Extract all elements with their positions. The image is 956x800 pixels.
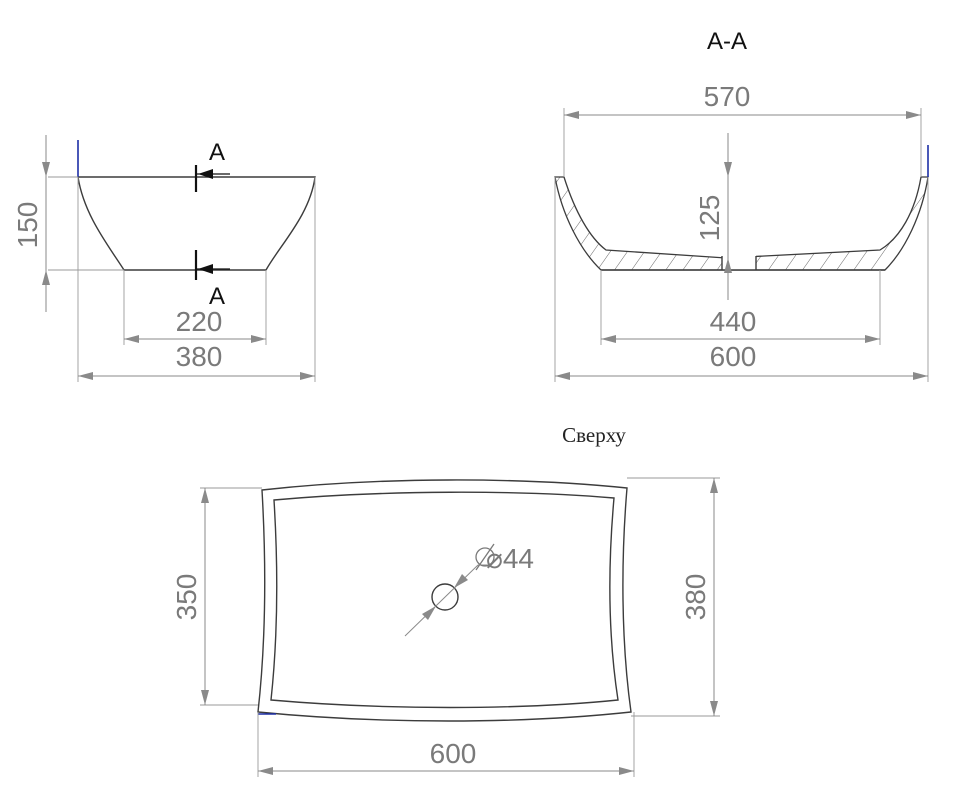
top-view-outer-rim: [257, 479, 632, 722]
section-mark-top: A: [209, 139, 225, 166]
section-cut-marks: A A: [194, 139, 230, 310]
section-view-title: А-А: [707, 28, 747, 55]
top-inner-height-label: 350: [171, 574, 202, 621]
top-view-title: Сверху: [562, 423, 626, 447]
section-mark-bottom: A: [209, 283, 225, 310]
section-outer-width-dimension: 600: [554, 177, 929, 382]
top-inner-height-dimension: 350: [171, 487, 262, 706]
section-depth-label: 125: [694, 195, 725, 242]
top-view: Сверху ⌀44 350: [171, 423, 720, 777]
front-height-dimension: 150: [12, 135, 124, 312]
top-outer-height-label: 380: [680, 574, 711, 621]
section-base-width-label: 440: [710, 306, 757, 337]
section-wall-hatched: [554, 176, 929, 271]
top-width-label: 600: [430, 738, 477, 769]
front-top-width-label: 380: [176, 341, 223, 372]
section-depth-dimension: 125: [694, 133, 732, 300]
section-drain-gap: [722, 255, 756, 270]
top-outer-height-dimension: 380: [627, 477, 720, 717]
front-height-label: 150: [12, 202, 43, 249]
front-base-width-dimension: 220: [123, 270, 267, 345]
section-inner-width-dimension: 570: [563, 81, 922, 177]
drain-diameter-label: ⌀44: [486, 543, 534, 574]
top-view-inner-edge: [270, 491, 619, 709]
diameter-symbol-icon: [475, 543, 495, 571]
section-view: А-А 570 125: [554, 28, 929, 382]
section-inner-width-label: 570: [704, 81, 751, 112]
front-base-width-label: 220: [176, 306, 223, 337]
front-view: 150 A A 220 380: [12, 135, 316, 382]
section-outer-width-label: 600: [710, 341, 757, 372]
top-width-dimension: 600: [257, 712, 635, 777]
front-top-width-dimension: 380: [77, 177, 316, 382]
drain-hole: [431, 583, 459, 611]
section-base-width-dimension: 440: [600, 270, 881, 345]
